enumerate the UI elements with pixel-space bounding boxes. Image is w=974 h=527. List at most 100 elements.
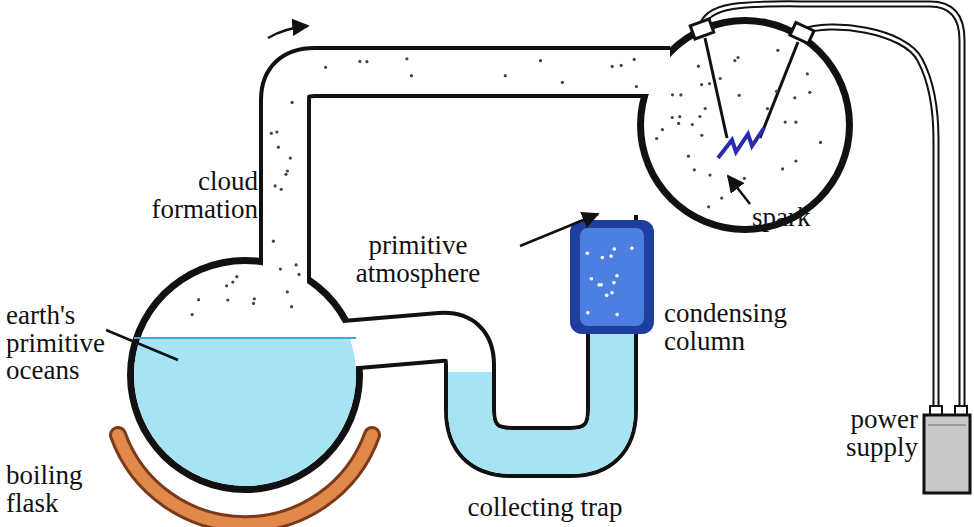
vapor-dot <box>274 184 277 187</box>
vapor-dot <box>235 275 238 278</box>
trap-water <box>470 330 612 452</box>
vapor-dot <box>661 128 664 131</box>
vapor-dot <box>794 159 797 162</box>
leader-arrows <box>106 26 750 360</box>
spark-symbol <box>718 128 764 158</box>
vapor-dot <box>700 134 703 137</box>
vapor-dot <box>611 65 614 68</box>
vapor-dot <box>693 168 696 171</box>
vapor-dot <box>410 74 413 77</box>
condensate-dot <box>612 281 616 285</box>
vapor-dot <box>819 141 822 144</box>
vapor-dot <box>277 146 280 149</box>
electrodes <box>690 19 814 138</box>
vapor-dot <box>197 298 200 301</box>
vapor-dot <box>226 298 229 301</box>
flask-label: boiling flask <box>6 462 116 517</box>
vapor-dot <box>231 281 234 284</box>
condensate-dot <box>610 291 614 295</box>
vapor-dot <box>687 155 690 158</box>
vapor-dot <box>633 58 636 61</box>
condensate-dot <box>630 246 634 250</box>
vapor-dot <box>291 101 294 104</box>
atmosphere-label: primitive atmosphere <box>318 232 518 287</box>
vapor-dot <box>671 93 674 96</box>
vapor-dot <box>252 302 255 305</box>
cloud-label: cloud formation <box>120 168 258 223</box>
vapor-dot <box>736 56 739 59</box>
vapor-dot <box>635 85 638 88</box>
spark-label: spark <box>752 204 842 232</box>
vapor-dot <box>671 116 674 119</box>
vapor-dot <box>691 123 694 126</box>
vapor-dot <box>775 90 778 93</box>
vapor-dot <box>698 115 701 118</box>
vapor-dot <box>539 59 542 62</box>
vapor-dot <box>708 82 711 85</box>
vapor-dot <box>358 60 361 63</box>
vapor-dot <box>561 81 564 84</box>
vapor-dot <box>766 107 769 110</box>
condensate-dot <box>601 256 605 260</box>
condensate-dot <box>600 283 604 287</box>
oceans-label: earth's primitive oceans <box>6 302 122 385</box>
condensate-dot <box>615 274 619 278</box>
vapor-dot <box>679 93 682 96</box>
vapor-dot <box>324 66 327 69</box>
condensate-dot <box>586 311 590 315</box>
vapor-dot <box>275 130 278 133</box>
water-surface <box>134 337 356 339</box>
vapor-dot <box>365 60 368 63</box>
vapor-dot <box>191 313 194 316</box>
power-label: power supply <box>800 406 918 461</box>
vapor-dots <box>191 49 823 317</box>
vapor-dot <box>704 107 707 110</box>
vapor-dot <box>295 263 298 266</box>
vapor-dot <box>733 59 736 62</box>
vapor-dot <box>700 83 703 86</box>
condensate-dot <box>605 294 609 298</box>
vapor-dot <box>719 77 722 80</box>
condensate-dot <box>590 277 594 281</box>
vapor-dot <box>504 74 507 77</box>
vapor-dot <box>697 65 700 68</box>
battery-symbol <box>924 406 970 493</box>
vapor-dot <box>781 167 784 170</box>
vapor-dot <box>743 177 746 180</box>
vapor-dot <box>289 157 292 160</box>
vapor-dot <box>286 290 289 293</box>
vapor-dot <box>784 121 787 124</box>
vapor-dot <box>280 188 283 191</box>
vapor-dot <box>793 96 796 99</box>
condenser-label: condensing column <box>664 300 814 355</box>
vapor-dot <box>806 72 809 75</box>
vapor-dot <box>738 94 741 97</box>
vapor-dot <box>225 284 228 287</box>
vapor-dot <box>290 305 293 308</box>
vapor-dot <box>253 297 256 300</box>
trap-label: collecting trap <box>430 494 660 522</box>
vapor-dot <box>270 132 273 135</box>
vapor-dot <box>707 205 710 208</box>
vapor-dot <box>678 115 681 118</box>
vapor-dot <box>808 91 811 94</box>
vapor-dot <box>279 268 282 271</box>
vapor-dot <box>297 273 300 276</box>
vapor-dot <box>677 122 680 125</box>
condenser-jacket <box>570 220 654 334</box>
vapor-dot <box>286 169 289 172</box>
vapor-dot <box>708 174 711 177</box>
condensate-dot <box>613 247 617 251</box>
ocean-water <box>120 338 380 498</box>
vapor-dot <box>794 121 797 124</box>
condenser-core <box>580 228 644 326</box>
condensate-dot <box>586 251 590 255</box>
condensate-dot <box>615 313 619 317</box>
vapor-dot <box>284 173 287 176</box>
vapor-dot <box>720 197 723 200</box>
vapor-dot <box>405 57 408 60</box>
vapor-dot <box>776 49 779 52</box>
vapor-dot <box>655 137 658 140</box>
